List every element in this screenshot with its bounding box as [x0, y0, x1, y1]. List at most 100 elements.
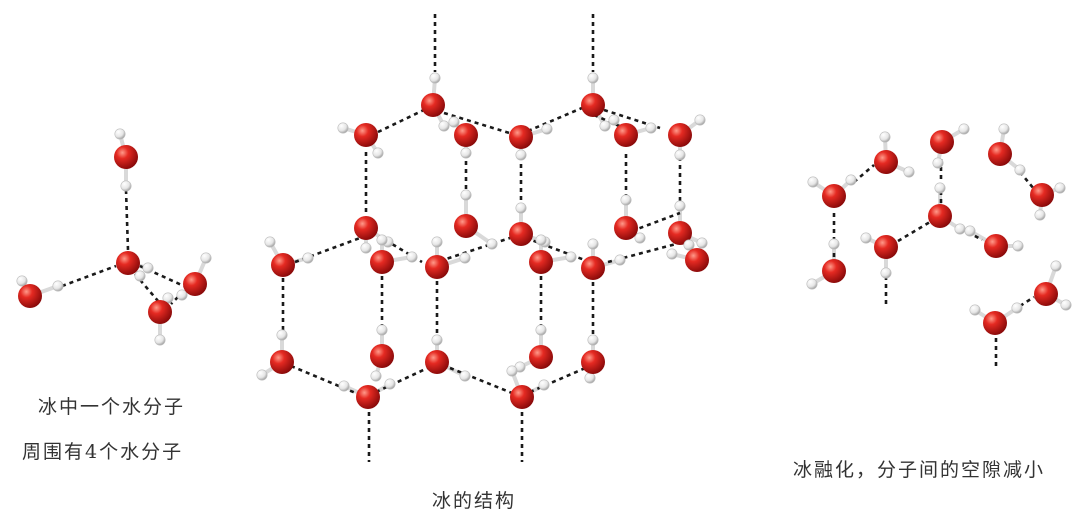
hydrogen-atom: [683, 239, 695, 251]
hydrogen-bond: [897, 220, 931, 243]
oxygen-atom: [822, 184, 846, 208]
caption-ice-structure: 冰的结构: [432, 490, 517, 512]
hydrogen-atom: [114, 128, 126, 140]
oxygen-atom: [988, 142, 1012, 166]
hydrogen-atom: [806, 278, 818, 290]
hydrogen-atom: [16, 275, 28, 287]
hydrogen-bond: [61, 264, 117, 288]
hydrogen-atom: [634, 232, 646, 244]
hydrogen-atom: [120, 180, 132, 192]
hydrogen-atom: [587, 72, 599, 84]
oxygen-atom: [425, 255, 449, 279]
hydrogen-atom: [384, 378, 396, 390]
hydrogen-atom: [964, 225, 976, 237]
hydrogen-atom: [879, 131, 891, 143]
oxygen-atom: [983, 311, 1007, 335]
caption-single-molecule: 冰中一个水分子: [38, 396, 186, 418]
oxygen-atom: [529, 250, 553, 274]
hydrogen-bond: [853, 164, 875, 183]
hydrogen-atom: [337, 122, 349, 134]
hydrogen-atom: [845, 174, 857, 186]
oxygen-atom: [668, 221, 692, 245]
hydrogen-atom: [376, 324, 388, 336]
hydrogen-bond: [170, 296, 179, 305]
hydrogen-atom: [645, 122, 657, 134]
hydrogen-atom: [608, 114, 620, 126]
hydrogen-atom: [1034, 209, 1046, 221]
hydrogen-atom: [666, 248, 678, 260]
hydrogen-bond: [529, 364, 591, 394]
oxygen-atom: [581, 93, 605, 117]
hydrogen-atom: [584, 372, 596, 384]
hydrogen-atom: [1012, 240, 1024, 252]
oxygen-atom: [581, 256, 605, 280]
hydrogen-atom: [176, 289, 188, 301]
atom-layer: [16, 72, 1072, 409]
oxygen-atom: [1034, 282, 1058, 306]
hydrogen-bond: [439, 235, 514, 263]
oxygen-atom: [685, 248, 709, 272]
hydrogen-atom: [828, 238, 840, 250]
hydrogen-atom: [370, 370, 382, 382]
oxygen-atom: [510, 385, 534, 409]
hydrogen-atom: [515, 202, 527, 214]
oxygen-atom: [116, 251, 140, 275]
hydrogen-atom: [903, 166, 915, 178]
hydrogen-bond: [631, 211, 681, 233]
oxygen-atom: [270, 350, 294, 374]
oxygen-atom: [425, 350, 449, 374]
hydrogen-atom: [360, 242, 372, 254]
hydrogen-atom: [406, 251, 418, 263]
hydrogen-atom: [1050, 260, 1062, 272]
oxygen-atom: [356, 385, 380, 409]
hydrogen-atom: [448, 116, 460, 128]
hydrogen-atom: [674, 149, 686, 161]
hydrogen-atom: [200, 252, 212, 264]
hydrogen-atom: [264, 236, 276, 248]
hydrogen-atom: [599, 120, 611, 132]
oxygen-atom: [370, 344, 394, 368]
oxygen-atom: [370, 250, 394, 274]
oxygen-atom: [529, 345, 553, 369]
hydrogen-atom: [954, 223, 966, 235]
oxygen-atom: [454, 123, 478, 147]
hydrogen-atom: [515, 149, 527, 161]
oxygen-atom: [874, 235, 898, 259]
hydrogen-atom: [538, 379, 550, 391]
oxygen-atom: [148, 300, 172, 324]
hydrogen-atom: [256, 369, 268, 381]
hydrogen-atom: [958, 123, 970, 135]
oxygen-atom: [183, 272, 207, 296]
hydrogen-atom: [535, 234, 547, 246]
oxygen-atom: [354, 216, 378, 240]
hydrogen-atom: [459, 370, 471, 382]
hydrogen-atom: [696, 237, 708, 249]
oxygen-atom: [614, 123, 638, 147]
caption-four-neighbors: 周围有4个水分子: [22, 441, 184, 463]
hydrogen-atom: [460, 147, 472, 159]
oxygen-atom: [874, 150, 898, 174]
oxygen-atom: [509, 125, 533, 149]
hydrogen-atom: [52, 280, 64, 292]
hydrogen-bond: [377, 106, 429, 134]
oxygen-atom: [984, 234, 1008, 258]
hydrogen-atom: [674, 200, 686, 212]
hydrogen-atom: [302, 252, 314, 264]
hydrogen-atom: [372, 147, 384, 159]
hydrogen-atom: [880, 267, 892, 279]
hydrogen-atom: [431, 334, 443, 346]
oxygen-atom: [271, 253, 295, 277]
oxygen-atom: [421, 93, 445, 117]
hydrogen-atom: [934, 182, 946, 194]
oxygen-atom: [354, 123, 378, 147]
oxygen-atom: [509, 222, 533, 246]
hydrogen-atom: [807, 176, 819, 188]
hydrogen-atom: [506, 365, 518, 377]
hydrogen-atom: [535, 324, 547, 336]
hydrogen-atom: [438, 120, 450, 132]
oxygen-atom: [614, 216, 638, 240]
oxygen-atom: [114, 145, 138, 169]
hydrogen-bond: [124, 189, 130, 251]
oxygen-atom: [822, 259, 846, 283]
